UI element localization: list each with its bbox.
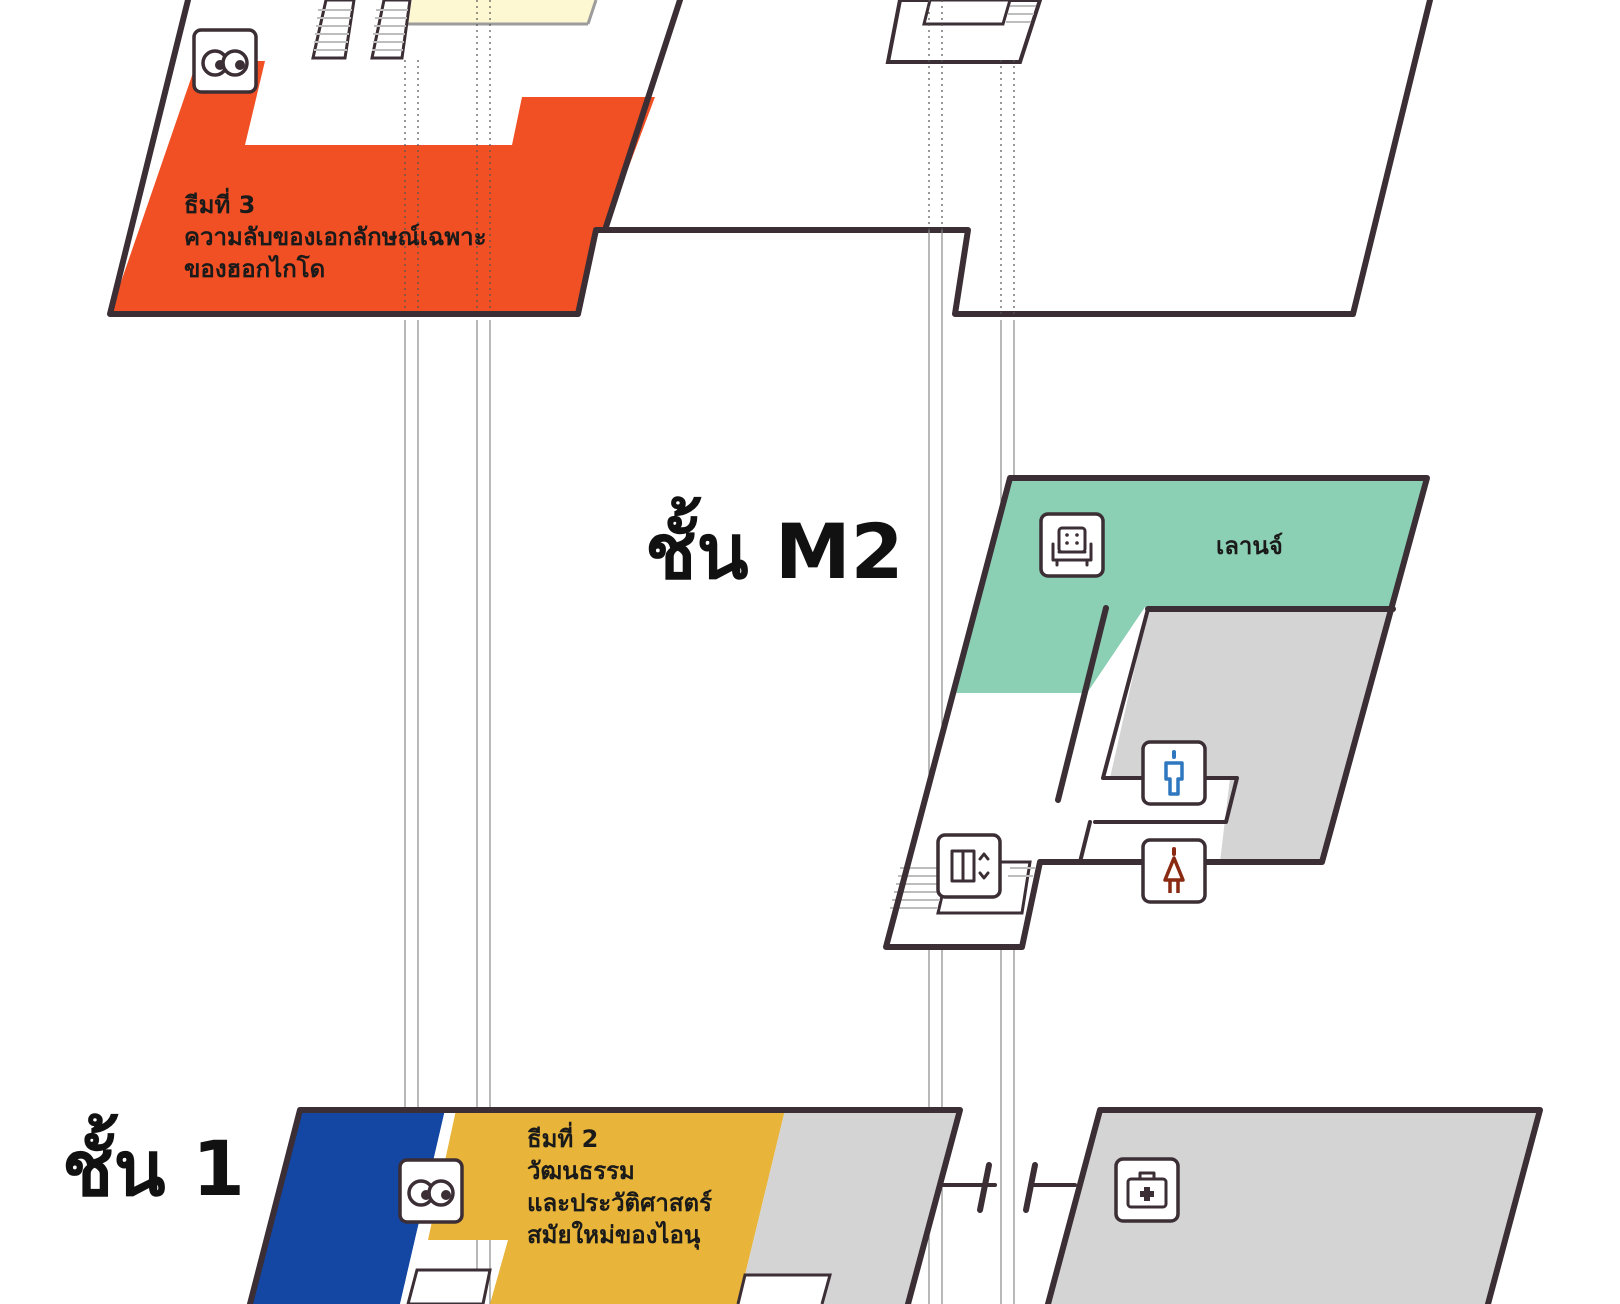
f1-right-outline (1045, 1107, 1543, 1304)
floor-m2: ชั้น M2 เลานจ์ (645, 475, 1430, 950)
top-floor: ธีมที่ 3 ความลับของเอกลักษณ์เฉพาะ ของฮอก… (107, 0, 1433, 317)
lounge-sofa-icon (1039, 512, 1105, 578)
f1-door-right (1023, 1162, 1038, 1213)
theme3-label: ธีมที่ 3 ความลับของเอกลักษณ์เฉพาะ ของฮอก… (184, 187, 495, 283)
f1-stair-box (406, 1268, 492, 1304)
theme2-zone (428, 1110, 785, 1304)
top-left-outline (107, 0, 683, 317)
floor-m2-title: ชั้น M2 (645, 496, 904, 596)
f1-blue-zone (250, 1110, 445, 1304)
f1-room-box (736, 1273, 832, 1304)
female-restroom-icon (1141, 838, 1207, 904)
floor-1: ชั้น 1 (62, 1107, 1543, 1304)
eyes-icon (398, 1158, 464, 1224)
floor-1-title: ชั้น 1 (62, 1113, 245, 1213)
eyes-icon (192, 28, 258, 94)
m2-outline (883, 475, 1430, 950)
theme3-zone (110, 61, 655, 314)
top-right-outline (602, 0, 1433, 317)
first-aid-icon (1114, 1157, 1180, 1223)
m2-corridor-wall-2 (1078, 820, 1092, 864)
top-stairs (311, 0, 412, 60)
elevator-icon (936, 833, 1002, 899)
top-right-block-base (915, 0, 1430, 314)
restroom-corridor (1093, 607, 1239, 824)
f1-left-outline (247, 1107, 963, 1304)
male-restroom-icon (1141, 740, 1207, 806)
top-right-stairs (1006, 5, 1036, 23)
m2-gray-block (1110, 609, 1393, 862)
f1-gray-zone (738, 1110, 960, 1304)
m2-corridor-wall (1055, 605, 1109, 803)
top-cream-area (405, 0, 596, 24)
lounge-label: เลานจ์ (1216, 532, 1283, 560)
theme2-label: ธีมที่ 2 วัฒนธรรม และประวัติศาสตร์ สมัยใ… (527, 1121, 720, 1251)
cream-edge-2 (586, 0, 598, 25)
top-elevator-cab (922, 0, 1012, 26)
f1-door-left (977, 1162, 992, 1213)
